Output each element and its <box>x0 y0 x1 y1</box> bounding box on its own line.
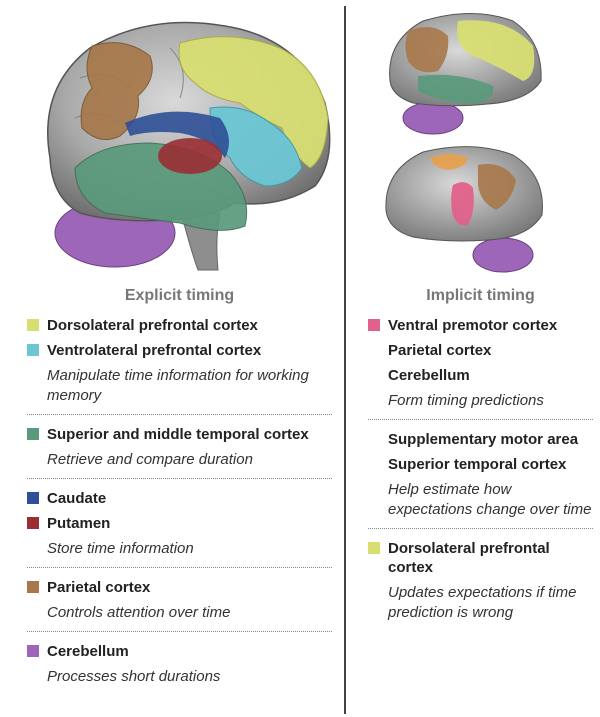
caudate-region <box>125 111 229 158</box>
legend-label: Putamen <box>47 515 111 532</box>
legend-description: Retrieve and compare duration <box>47 451 253 468</box>
legend-description: Controls attention over time <box>47 604 231 621</box>
cerebellum-region <box>472 237 534 273</box>
brain-illustration-implicit-top <box>389 13 542 135</box>
legend-item: Ventrolateral prefrontal cortex <box>27 341 332 360</box>
explicit-timing-title: Explicit timing <box>124 287 235 304</box>
section-divider <box>368 419 593 420</box>
legend-label: Dorsolateral prefrontal cortex <box>388 540 550 576</box>
legend-label: Caudate <box>47 490 107 507</box>
color-swatch <box>27 428 39 440</box>
brain-illustration-explicit <box>47 21 331 271</box>
color-swatch <box>27 645 39 657</box>
legend-description: Updates expectations if time prediction … <box>388 584 577 621</box>
legend-item: Dorsolateral prefrontal cortex <box>27 316 332 335</box>
legend-item: Parietal cortex <box>27 578 332 597</box>
legend-item: Cerebellum <box>27 642 332 661</box>
dorsolateral-region <box>178 36 329 169</box>
color-swatch <box>368 542 380 554</box>
brain-illustration-implicit-bottom <box>385 146 543 273</box>
legend-label: Parietal cortex <box>47 579 151 596</box>
implicit-timing-title: Implicit timing <box>426 287 535 304</box>
temporal-region <box>418 74 494 104</box>
section-divider <box>27 631 332 632</box>
parietal-region <box>478 164 516 210</box>
color-swatch <box>27 319 39 331</box>
color-swatch <box>27 492 39 504</box>
legend-item: Superior temporal cortex <box>368 455 593 474</box>
parietal-region <box>80 42 153 141</box>
legend-item: Putamen <box>27 514 332 533</box>
explicit-timing-column: Explicit timing Dorsolateral prefrontal … <box>27 284 332 693</box>
ventral-premotor-region <box>451 182 474 226</box>
color-swatch <box>368 319 380 331</box>
section-divider <box>27 478 332 479</box>
legend-label: Cerebellum <box>388 367 470 384</box>
legend-description: Store time information <box>47 540 194 557</box>
legend-item: Supplementary motor area <box>368 430 593 449</box>
putamen-region <box>158 138 222 174</box>
legend-label: Ventrolateral prefrontal cortex <box>47 342 262 359</box>
legend-label: Superior and middle temporal cortex <box>47 426 309 443</box>
color-swatch <box>27 344 39 356</box>
cerebellum-region <box>402 101 464 135</box>
supplementary-region <box>430 154 468 170</box>
legend-label: Dorsolateral prefrontal cortex <box>47 317 258 334</box>
legend-label: Superior temporal cortex <box>388 456 567 473</box>
legend-item: Dorsolateral prefrontal cortex <box>368 539 593 577</box>
color-swatch <box>27 581 39 593</box>
legend-label: Supplementary motor area <box>388 431 579 448</box>
legend-item: Caudate <box>27 489 332 508</box>
column-divider <box>344 6 346 714</box>
legend-label: Parietal cortex <box>388 342 492 359</box>
legend-description: Processes short durations <box>47 668 221 685</box>
legend-item: Cerebellum <box>368 366 593 385</box>
legend-item: Parietal cortex <box>368 341 593 360</box>
legend-item: Ventral premotor cortex <box>368 316 593 335</box>
section-divider <box>27 567 332 568</box>
legend-item: Superior and middle temporal cortex <box>27 425 332 444</box>
parietal-region <box>405 27 449 73</box>
legend-label: Cerebellum <box>47 643 129 660</box>
dorsolateral-region <box>457 20 535 81</box>
legend-description: Manipulate time information for working … <box>47 367 309 404</box>
ventrolateral-region <box>209 106 303 187</box>
section-divider <box>27 414 332 415</box>
legend-label: Ventral premotor cortex <box>388 317 558 334</box>
legend-description: Help estimate how expectations change ov… <box>388 481 592 518</box>
legend-description: Form timing predictions <box>388 392 544 409</box>
color-swatch <box>27 517 39 529</box>
section-divider <box>368 528 593 529</box>
